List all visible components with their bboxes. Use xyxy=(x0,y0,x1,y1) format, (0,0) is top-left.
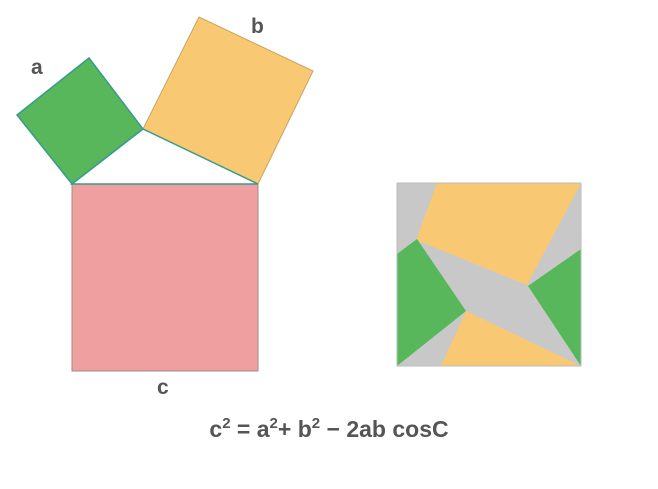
triangle-abc xyxy=(69,128,259,185)
formula-plus: + xyxy=(277,416,298,442)
formula-a-exponent: 2 xyxy=(269,415,278,432)
formula-rest: − 2ab cosC xyxy=(320,416,449,442)
square-c xyxy=(71,183,259,372)
dissection-yellow-bottom xyxy=(441,311,581,366)
formula-c: c xyxy=(209,416,223,442)
dissection-green-left xyxy=(397,239,466,366)
formula-a: a xyxy=(256,416,270,442)
dissection-green-right xyxy=(528,249,581,366)
formula-b-exponent: 2 xyxy=(311,415,321,432)
formula-equals: = xyxy=(230,416,257,442)
dissection-yellow-top xyxy=(416,183,581,285)
law-of-cosines-formula: c2 = a2+ b2 − 2ab cosC xyxy=(0,416,658,443)
dissection-border xyxy=(396,182,582,367)
dissection-square xyxy=(396,182,582,367)
formula-b: b xyxy=(297,416,312,442)
label-c: c xyxy=(157,376,169,399)
label-b: b xyxy=(251,15,264,38)
formula-c-exponent: 2 xyxy=(222,415,231,432)
triangle-construction xyxy=(15,16,314,372)
label-a: a xyxy=(31,56,43,79)
